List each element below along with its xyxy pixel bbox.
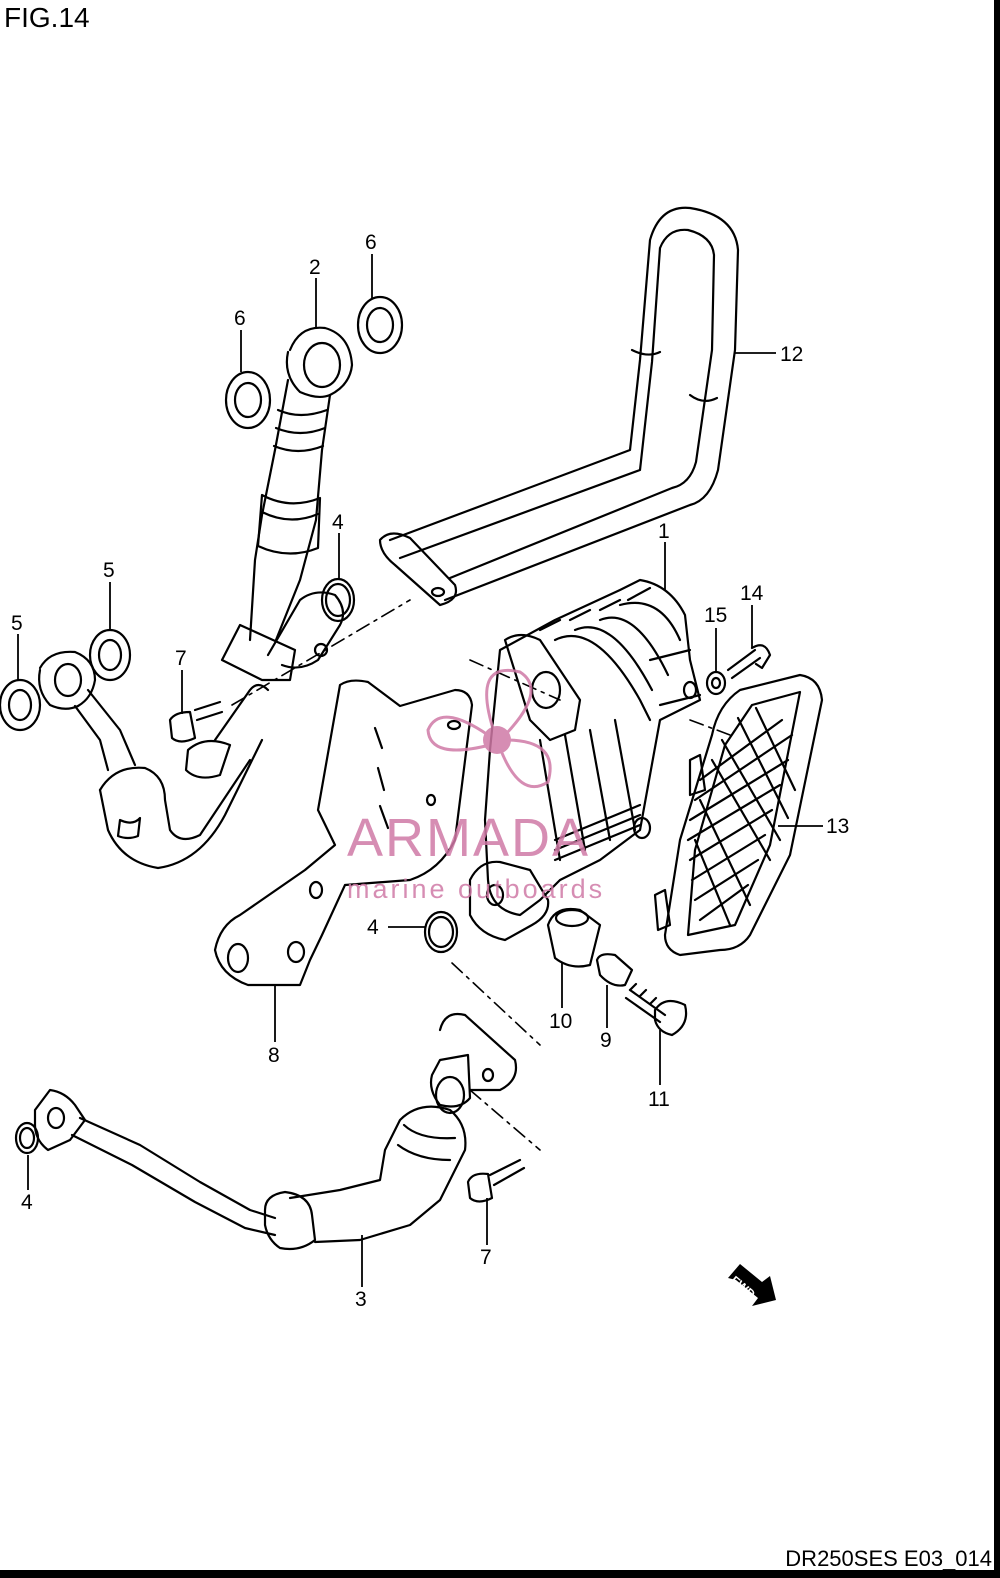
watermark-logo-icon [426, 669, 552, 789]
watermark: ARMADA marine outboards [347, 669, 605, 904]
leader-lines [17, 254, 823, 1287]
callout-7-upper: 7 [175, 647, 187, 670]
reference-code: DR250SES E03_014 [785, 1546, 992, 1571]
callout-12: 12 [780, 343, 803, 366]
oring-4-upper [320, 577, 356, 623]
callout-8: 8 [268, 1044, 280, 1067]
callout-14: 14 [740, 582, 764, 605]
callout-10: 10 [549, 1010, 572, 1033]
callout-1: 1 [658, 520, 670, 543]
callout-6-lower: 6 [234, 307, 246, 330]
part-8-bracket [213, 679, 474, 987]
watermark-brand: ARMADA [347, 808, 590, 868]
part-10-grommet [546, 907, 602, 968]
callout-4-lower: 4 [21, 1191, 33, 1214]
figure-title: FIG.14 [4, 2, 90, 33]
washer-6-lower [224, 370, 272, 430]
washer-5-left [0, 678, 42, 732]
part-2-hose [220, 326, 354, 682]
part-11-bolt [624, 982, 688, 1037]
frame-border-right [994, 0, 1000, 1578]
part-5-hose [38, 650, 270, 870]
callouts: 1 2 3 4 4 4 5 5 6 6 7 7 8 9 10 11 12 13 … [11, 231, 849, 1311]
oring-4-lower [14, 1121, 40, 1155]
callout-3: 3 [355, 1288, 367, 1311]
callout-6-upper: 6 [365, 231, 377, 254]
washer-5-right [88, 628, 132, 682]
part-12-pipe [378, 206, 740, 607]
callout-9: 9 [600, 1029, 612, 1052]
callout-5-left: 5 [11, 612, 23, 635]
fwd-arrow: FWD [728, 1264, 776, 1306]
frame-border-bottom [0, 1570, 1000, 1578]
watermark-tagline: marine outboards [347, 874, 605, 904]
part-14-bolt [726, 644, 772, 680]
callout-11: 11 [648, 1088, 670, 1111]
part-3-pipe [33, 1012, 518, 1251]
callout-5-right: 5 [103, 559, 115, 582]
washer-6-upper [356, 295, 404, 355]
oring-4-middle [423, 910, 459, 954]
callout-7-lower: 7 [480, 1246, 492, 1269]
assembly-lines [231, 599, 731, 1151]
callout-4-upper: 4 [332, 511, 344, 534]
callout-4-middle: 4 [367, 916, 379, 939]
callout-15: 15 [704, 604, 727, 627]
callout-13: 13 [826, 815, 849, 838]
part-7-bolt-lower [466, 1158, 526, 1203]
part-9-sleeve [595, 953, 634, 987]
callout-2: 2 [309, 256, 321, 279]
part-13-screen [653, 673, 824, 957]
part-7-bolt-upper [168, 700, 224, 743]
part-15-washer [705, 670, 727, 696]
part-1-oil-cooler [468, 578, 702, 942]
